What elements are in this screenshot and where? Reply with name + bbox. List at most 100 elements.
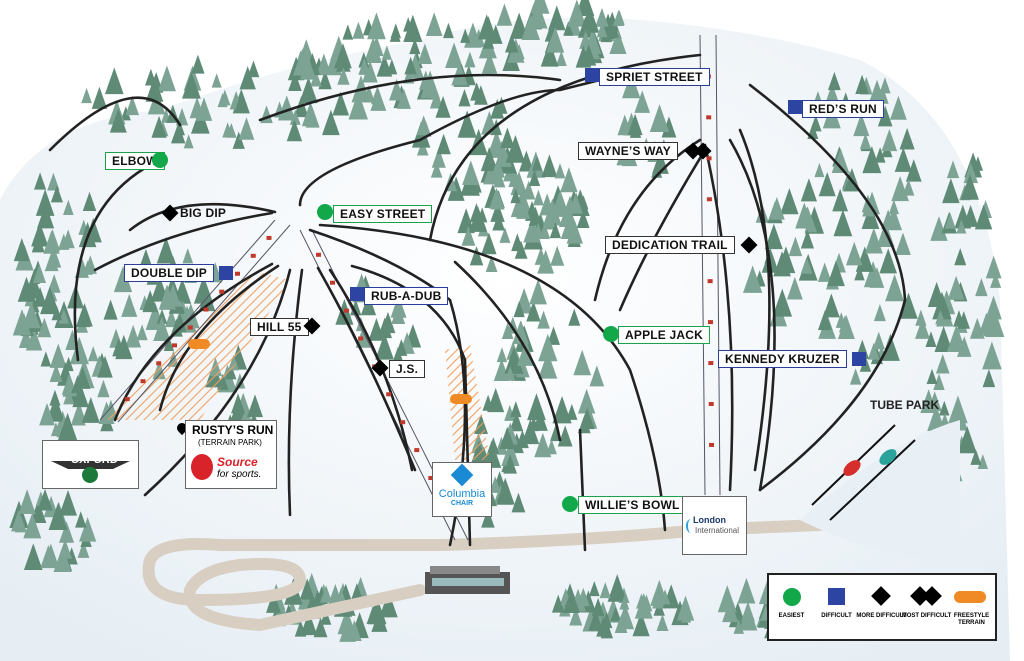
tree xyxy=(977,454,989,469)
tree xyxy=(877,105,893,127)
trail-label-big-dip[interactable]: BIG DIP xyxy=(180,206,227,220)
double-diamond-icon-right xyxy=(694,142,712,160)
tree xyxy=(431,147,446,168)
tree xyxy=(499,426,516,450)
tree xyxy=(580,5,600,33)
trail-label-reds-run[interactable]: RED’S RUN xyxy=(802,100,884,118)
tree xyxy=(460,28,471,43)
legend-label: DIFFICULT xyxy=(821,613,852,619)
tree xyxy=(505,33,519,53)
tree xyxy=(462,160,480,186)
tree xyxy=(563,588,580,614)
tree xyxy=(868,79,886,104)
tree xyxy=(336,51,351,72)
tree xyxy=(509,411,524,432)
tree xyxy=(145,68,157,86)
blue-square-icon xyxy=(828,588,845,605)
lift-chair xyxy=(315,252,321,257)
tree xyxy=(142,290,158,313)
tree xyxy=(538,333,558,362)
tree xyxy=(555,50,567,67)
tree xyxy=(659,589,671,605)
tree xyxy=(920,389,937,413)
tree xyxy=(768,196,785,220)
trail-label-rub-a-dub[interactable]: RUB-A-DUB xyxy=(364,287,449,305)
tree xyxy=(355,326,371,348)
tree xyxy=(389,78,405,101)
tree xyxy=(788,236,803,257)
trail-label-willies-bowl[interactable]: WILLIE’S BOWL xyxy=(578,496,687,514)
tree xyxy=(588,609,604,631)
trail-label-js[interactable]: J.S. xyxy=(389,360,426,378)
tree xyxy=(195,97,213,121)
trail-label-elbow[interactable]: ELBOW xyxy=(105,152,165,170)
tree xyxy=(174,120,185,136)
tree xyxy=(75,306,91,328)
tree xyxy=(818,172,836,197)
tree xyxy=(492,212,505,231)
tree xyxy=(546,439,557,455)
trail-label-spriet-street[interactable]: SPRIET STREET xyxy=(599,68,710,86)
columbia-chair-box[interactable]: Columbia CHAIR xyxy=(432,462,492,517)
tree xyxy=(12,309,32,336)
oxford-logo xyxy=(51,461,130,483)
tree xyxy=(867,342,880,360)
tube-park-label[interactable]: TUBE PARK xyxy=(870,398,940,412)
tree xyxy=(933,373,945,390)
tree xyxy=(377,317,392,339)
tree xyxy=(145,76,164,102)
trail-label-kennedy-kruzer[interactable]: KENNEDY KRUZER xyxy=(718,350,847,368)
tree xyxy=(531,156,543,171)
tree xyxy=(513,301,525,318)
london-international-box[interactable]: London International xyxy=(682,496,747,555)
tree xyxy=(681,608,692,623)
tree xyxy=(932,291,952,320)
tree xyxy=(577,388,596,414)
tree xyxy=(337,67,350,85)
tree xyxy=(740,601,755,622)
tree xyxy=(369,35,384,56)
tree xyxy=(482,32,495,49)
for-sports-text: for sports. xyxy=(217,469,262,480)
trail-label-hill-55[interactable]: HILL 55 xyxy=(250,318,309,336)
hatch-line xyxy=(139,270,290,420)
tree xyxy=(743,265,763,293)
tree xyxy=(537,310,550,329)
lift-chair xyxy=(400,420,406,425)
tree xyxy=(974,204,993,230)
rustys-run-box[interactable]: RUSTY’S RUN (TERRAIN PARK) Source for sp… xyxy=(185,420,277,489)
lift-chair xyxy=(707,279,713,284)
tree xyxy=(217,373,229,390)
tree xyxy=(39,402,55,426)
columbia-logo-icon xyxy=(450,463,474,487)
tree xyxy=(634,592,653,619)
tree xyxy=(113,265,133,293)
lift-chair xyxy=(124,397,130,402)
tree xyxy=(403,14,423,43)
tree xyxy=(151,115,167,138)
tree xyxy=(300,611,318,636)
tree xyxy=(487,437,500,454)
tree xyxy=(457,208,475,234)
trail-label-waynes-way[interactable]: WAYNE’S WAY xyxy=(578,142,679,160)
tree xyxy=(954,248,967,266)
tree xyxy=(972,156,984,171)
tree xyxy=(211,73,222,88)
tree xyxy=(888,199,900,215)
tree xyxy=(510,401,522,418)
tree xyxy=(469,203,484,223)
tree xyxy=(48,502,68,530)
tree xyxy=(266,591,282,613)
trail-label-double-dip[interactable]: DOUBLE DIP xyxy=(124,264,215,282)
tree xyxy=(81,87,92,104)
hatch-line xyxy=(100,270,290,420)
tree xyxy=(43,230,60,254)
tree xyxy=(495,96,508,114)
tree xyxy=(163,336,175,352)
trail-label-easy-street[interactable]: EASY STREET xyxy=(333,205,433,223)
waynes-way-marker: WAYNE’S WAY xyxy=(578,142,712,160)
tree xyxy=(156,236,176,264)
trail-label-dedication-trail[interactable]: DEDICATION TRAIL xyxy=(605,236,735,254)
tree xyxy=(975,278,988,297)
trail-label-apple-jack[interactable]: APPLE JACK xyxy=(618,326,711,344)
